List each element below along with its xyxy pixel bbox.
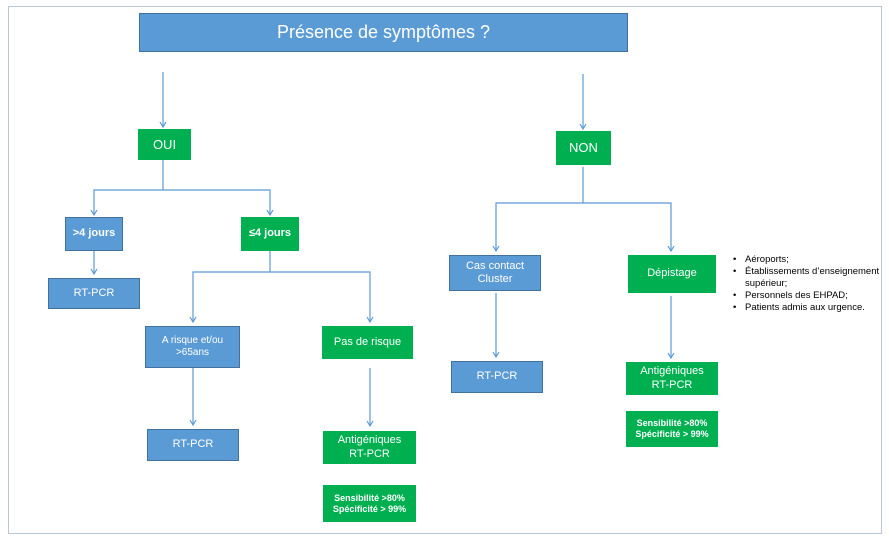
norisk-label: Pas de risque bbox=[333, 335, 402, 348]
oui-node: OUI bbox=[138, 129, 191, 160]
connector-non-to-screening bbox=[583, 202, 675, 253]
norisk-node: Pas de risque bbox=[322, 326, 413, 359]
contact-line2: Cluster bbox=[477, 273, 513, 285]
screening-node: Dépistage bbox=[628, 255, 716, 293]
risk-line1: A risque et/ou bbox=[161, 335, 224, 346]
norisk-antigen-line1: Antigéniques bbox=[337, 434, 402, 447]
contact-rtpcr-label: RT-PCR bbox=[476, 370, 518, 383]
screening-performance-node: Sensibilité >80% Spécificité > 99% bbox=[626, 411, 718, 447]
norisk-antigen-node: Antigéniques RT-PCR bbox=[323, 431, 416, 464]
list-item: Établissements d’enseignement supérieur; bbox=[733, 266, 883, 290]
title-text: Présence de symptômes ? bbox=[276, 21, 491, 42]
risk-rtpcr-node: RT-PCR bbox=[147, 429, 239, 461]
non-label: NON bbox=[569, 140, 598, 156]
connector-le4-to-risk bbox=[189, 251, 271, 324]
oui-label: OUI bbox=[152, 136, 177, 152]
norisk-performance-node: Sensibilité >80% Spécificité > 99% bbox=[323, 485, 416, 522]
non-node: NON bbox=[556, 131, 611, 165]
contact-node: Cas contact Cluster bbox=[449, 255, 541, 291]
list-item: Aéroports; bbox=[733, 254, 883, 266]
contact-rtpcr-node: RT-PCR bbox=[451, 361, 543, 393]
risk-line2: >65ans bbox=[175, 347, 210, 358]
list-item: Patients admis aux urgence. bbox=[733, 302, 883, 314]
screening-antigen-line2: RT-PCR bbox=[651, 378, 693, 391]
risk-rtpcr-label: RT-PCR bbox=[172, 438, 214, 451]
norisk-specificity: Spécificité > 99% bbox=[332, 503, 407, 514]
gt4-rtpcr-label: RT-PCR bbox=[73, 286, 115, 299]
norisk-sensitivity: Sensibilité >80% bbox=[334, 492, 405, 503]
gt4-days-label: >4 jours bbox=[72, 227, 116, 240]
connector-non-to-contact bbox=[492, 167, 584, 253]
screening-sensitivity: Sensibilité >80% bbox=[636, 418, 708, 429]
gt4-rtpcr-node: RT-PCR bbox=[48, 278, 140, 309]
norisk-antigen-line2: RT-PCR bbox=[349, 447, 390, 460]
list-item: Personnels des EHPAD; bbox=[733, 290, 883, 302]
screening-antigen-node: Antigéniques RT-PCR bbox=[626, 362, 718, 395]
screening-antigen-line1: Antigéniques bbox=[640, 365, 704, 378]
title-box: Présence de symptômes ? bbox=[139, 13, 628, 52]
gt4-days-node: >4 jours bbox=[65, 217, 123, 251]
risk-node: A risque et/ou >65ans bbox=[145, 326, 240, 368]
le4-days-node: ≤4 jours bbox=[241, 217, 299, 251]
contact-line1: Cas contact bbox=[465, 259, 525, 272]
screening-label: Dépistage bbox=[647, 267, 697, 280]
connector-oui-to-le4 bbox=[163, 189, 274, 217]
connector-oui-to-gt4 bbox=[90, 160, 164, 217]
screening-specificity: Spécificité > 99% bbox=[635, 429, 709, 439]
screening-notes-list: Aéroports; Établissements d’enseignement… bbox=[733, 254, 883, 313]
connector-le4-to-norisk bbox=[270, 271, 374, 324]
le4-days-label: ≤4 jours bbox=[248, 227, 292, 240]
